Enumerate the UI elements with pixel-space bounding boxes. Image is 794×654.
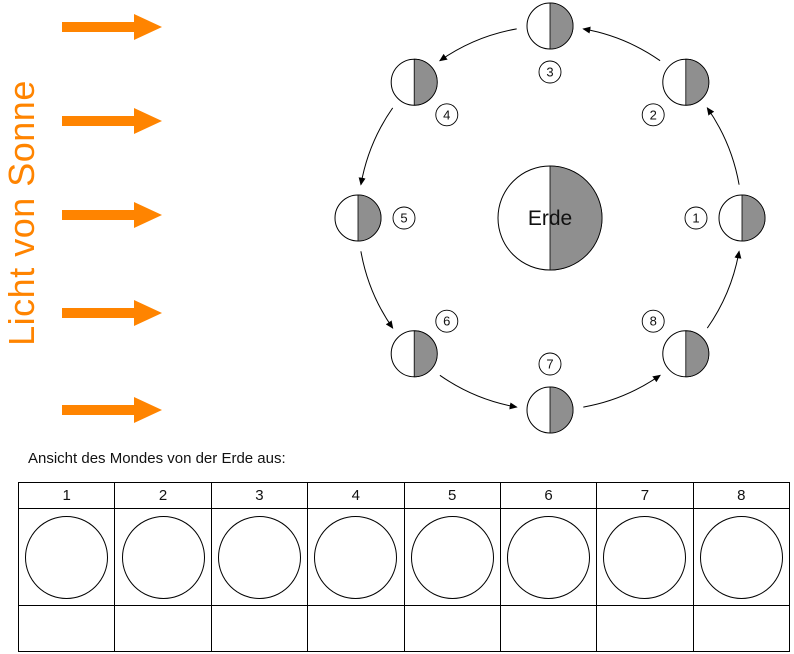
- phase-drawing-cell-1[interactable]: [17, 508, 116, 606]
- sun-ray-arrow: [62, 397, 162, 423]
- column-header-8: 8: [692, 482, 791, 509]
- moon-number-badge-2: 2: [641, 103, 665, 127]
- moon-number-badge-7: 7: [538, 352, 562, 376]
- moon-position-4-shadow-half: [413, 58, 438, 106]
- phase-drawing-circle-1[interactable]: [25, 515, 109, 599]
- earth: Erde: [497, 165, 603, 271]
- orbit-direction-arrow-3: [439, 28, 517, 62]
- sun-ray-arrow: [62, 300, 162, 326]
- column-header-4: 4: [307, 482, 405, 509]
- phase-drawing-cell-2[interactable]: [114, 508, 212, 606]
- phase-answer-cell-2[interactable]: [114, 605, 212, 652]
- sun-ray-arrow: [62, 14, 162, 40]
- number-badge-circle: [392, 206, 416, 230]
- moon-position-8: [662, 330, 710, 378]
- moon-position-6-shadow-half: [413, 330, 438, 378]
- column-header-6: 6: [499, 482, 598, 509]
- phase-drawing-cell-5[interactable]: [403, 508, 501, 606]
- phase-drawing-circle-8[interactable]: [699, 515, 783, 599]
- moon-position-3-shadow-half: [549, 2, 574, 50]
- moon-orbit-diagram: Erde 1 2 3 4 5 6 7 8: [334, 2, 766, 434]
- phase-answer-cell-7[interactable]: [596, 605, 694, 652]
- orbit-direction-arrow-8: [706, 250, 742, 329]
- number-badge-circle: [538, 60, 562, 84]
- orbit-direction-arrow-5: [360, 251, 394, 329]
- moon-position-7: [526, 386, 574, 434]
- phase-drawing-cell-3[interactable]: [210, 508, 309, 606]
- orbit-direction-arrow-1: [706, 107, 740, 185]
- phase-answer-cell-5[interactable]: [403, 605, 501, 652]
- phase-drawing-circle-2[interactable]: [121, 515, 205, 599]
- moon-number-label: 5: [400, 211, 407, 226]
- phase-answer-cell-6[interactable]: [499, 605, 598, 652]
- moon-position-8-shadow-half: [685, 330, 710, 378]
- moon-number-badge-8: 8: [641, 309, 665, 333]
- column-header-2: 2: [114, 482, 212, 509]
- moon-position-7-shadow-half: [549, 386, 574, 434]
- moon-number-label: 4: [443, 107, 450, 122]
- sunlight-label: Licht von Sonne: [1, 80, 42, 346]
- number-badge-circle: [641, 103, 665, 127]
- moon-position-6: [390, 330, 438, 378]
- orbit-direction-arrow-2: [582, 26, 661, 62]
- earth-shadow-half: [549, 165, 603, 271]
- moon-number-label: 8: [650, 314, 657, 329]
- phase-drawing-circle-3[interactable]: [217, 515, 301, 599]
- phase-answer-cell-4[interactable]: [307, 605, 405, 652]
- moon-number-badge-3: 3: [538, 60, 562, 84]
- phase-drawing-circle-5[interactable]: [410, 515, 494, 599]
- column-header-3: 3: [210, 482, 309, 509]
- sun-ray-arrow: [62, 108, 162, 134]
- phase-drawing-cell-4[interactable]: [307, 508, 405, 606]
- phase-drawing-circle-7[interactable]: [603, 515, 687, 599]
- number-badge-circle: [641, 309, 665, 333]
- moon-position-5: [334, 194, 382, 242]
- moon-number-label: 1: [692, 211, 699, 226]
- number-badge-circle: [538, 352, 562, 376]
- phase-answer-cell-3[interactable]: [210, 605, 309, 652]
- moon-number-badge-1: 1: [684, 206, 708, 230]
- moon-number-label: 3: [546, 65, 553, 80]
- blank-row: [17, 605, 791, 652]
- moon-position-5-shadow-half: [357, 194, 382, 242]
- moon-number-badge-4: 4: [435, 103, 459, 127]
- moon-position-1-shadow-half: [741, 194, 766, 242]
- sun-ray-arrow: [62, 202, 162, 228]
- number-badge-circle: [435, 103, 459, 127]
- moon-position-4: [390, 58, 438, 106]
- column-header-7: 7: [596, 482, 694, 509]
- drawing-row: [17, 508, 791, 606]
- phase-drawing-circle-4[interactable]: [314, 515, 398, 599]
- phase-drawing-cell-7[interactable]: [596, 508, 694, 606]
- phase-answer-cell-1[interactable]: [17, 605, 116, 652]
- moon-position-1: [718, 194, 766, 242]
- earth-label: Erde: [528, 207, 572, 230]
- phase-drawing-circle-6[interactable]: [507, 515, 591, 599]
- number-badge-circle: [435, 309, 459, 333]
- phase-drawing-cell-8[interactable]: [692, 508, 791, 606]
- moon-number-label: 2: [650, 107, 657, 122]
- moon-number-badge-5: 5: [392, 206, 416, 230]
- orbit-direction-arrow-6: [439, 374, 518, 410]
- orbit-direction-arrow-4: [358, 107, 394, 186]
- column-header-1: 1: [17, 482, 116, 509]
- phase-drawing-cell-6[interactable]: [499, 508, 598, 606]
- moon-number-label: 7: [546, 357, 553, 372]
- orbit-direction-arrow-7: [583, 374, 661, 408]
- answer-caption: Ansicht des Mondes von der Erde aus:: [28, 450, 286, 467]
- number-badge-circle: [684, 206, 708, 230]
- phase-answer-cell-8[interactable]: [692, 605, 791, 652]
- moon-position-2-shadow-half: [685, 58, 710, 106]
- moon-number-badge-6: 6: [435, 309, 459, 333]
- moon-position-3: [526, 2, 574, 50]
- moon-number-label: 6: [443, 314, 450, 329]
- moon-position-2: [662, 58, 710, 106]
- column-header-5: 5: [403, 482, 501, 509]
